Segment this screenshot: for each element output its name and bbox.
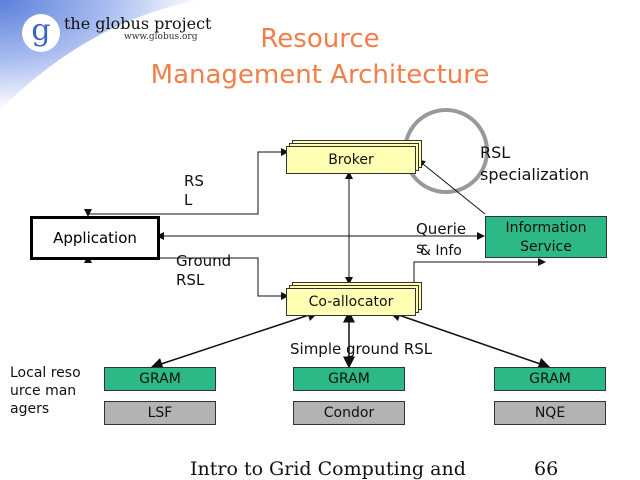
coallocator-label: Co-allocator: [286, 288, 416, 316]
coallocator-info-connector: [413, 258, 546, 300]
gram-connector-right: [388, 309, 551, 370]
rsl-connector: [84, 148, 289, 217]
condor-label: Condor: [323, 405, 375, 421]
rsl-specialization-label: RSL specialization: [480, 143, 590, 184]
gram-box-nqe: GRAM: [494, 367, 606, 391]
ground-rsl-label: Ground RSL: [176, 252, 232, 289]
broker-label: Broker: [286, 146, 416, 174]
globus-logo-icon: g: [22, 14, 60, 52]
information-service-node: Information Service: [485, 216, 607, 258]
gram-label: GRAM: [139, 371, 181, 387]
nqe-box: NQE: [494, 401, 606, 425]
gram-box-lsf: GRAM: [104, 367, 216, 391]
broker-node: Broker: [286, 140, 422, 174]
footer-text: Intro to Grid Computing and: [190, 458, 466, 480]
lsf-box: LSF: [104, 401, 216, 425]
slide-title-line1: Resource: [260, 24, 380, 54]
application-node: Application: [30, 216, 160, 260]
gram-label: GRAM: [328, 371, 370, 387]
rsl-label: RSL: [184, 172, 204, 209]
brand-name: the globus project: [64, 14, 212, 33]
lsf-label: LSF: [147, 405, 173, 421]
condor-box: Condor: [293, 401, 405, 425]
brand-url: www.globus.org: [124, 32, 198, 42]
application-label: Application: [53, 229, 137, 247]
slide-title-line2: Management Architecture: [150, 60, 490, 90]
gram-box-condor: GRAM: [293, 367, 405, 391]
simple-ground-rsl-label: Simple ground RSL: [290, 340, 433, 358]
information-service-label: Information Service: [505, 220, 587, 255]
info-label: & Info: [420, 243, 462, 259]
coallocator-node: Co-allocator: [286, 282, 422, 316]
nqe-label: NQE: [534, 405, 566, 421]
local-resource-managers-label: Local resource managers: [10, 365, 81, 417]
broker-info-connector: [417, 159, 486, 215]
gram-connector-left: [150, 309, 320, 370]
gram-label: GRAM: [529, 371, 571, 387]
page-number: 66: [534, 458, 559, 480]
queries-label: Queries: [416, 220, 467, 257]
